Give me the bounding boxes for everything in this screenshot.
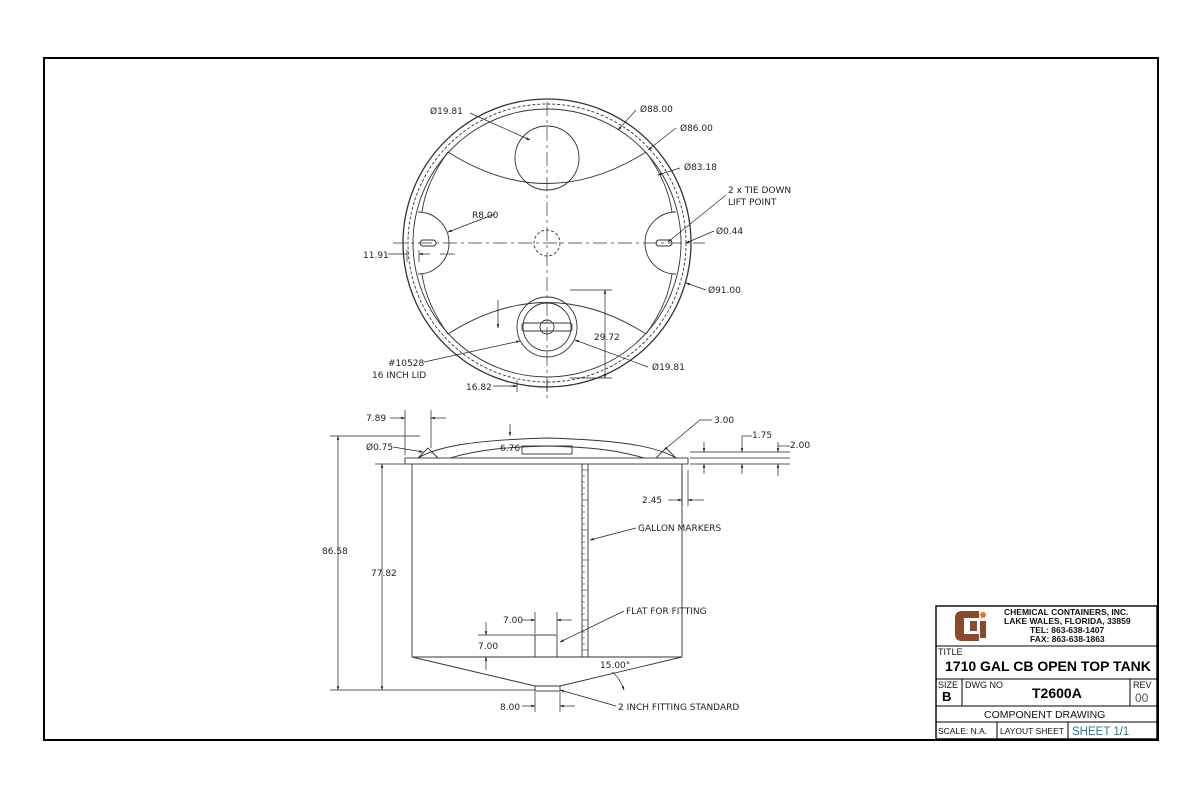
center-dashed-circle — [533, 229, 561, 257]
drawing-title: 1710 GAL CB OPEN TOP TANK — [945, 658, 1151, 674]
label-r8: R8.00 — [472, 211, 499, 221]
label-tie-down-1: 2 x TIE DOWN — [728, 186, 791, 196]
side-view-labels: 7.89 3.00 1.75 2.00 Ø0.75 6.76 2.45 GALL… — [322, 414, 810, 713]
top-view-labels: Ø19.81 Ø88.00 Ø86.00 Ø83.18 2 x TIE DOWN… — [363, 104, 791, 393]
dome — [417, 437, 677, 459]
title-label: TITLE — [938, 647, 963, 657]
company-logo — [955, 611, 986, 641]
side-view — [404, 437, 689, 692]
sheet-number: SHEET 1/1 — [1072, 726, 1129, 738]
label-29-72: 29.72 — [594, 333, 620, 343]
label-86-58: 86.58 — [322, 547, 348, 557]
rim-band — [404, 457, 689, 465]
label-7-89: 7.89 — [366, 414, 386, 424]
dome-inner — [449, 445, 645, 459]
left-lug — [417, 211, 450, 275]
dwg-no-label: DWG NO — [965, 680, 1003, 690]
top-rib-outer — [421, 151, 449, 213]
label-11-91: 11.91 — [363, 251, 389, 261]
label-16-82: 16.82 — [466, 383, 492, 393]
top-rib — [447, 151, 647, 184]
top-opening-circle — [514, 125, 580, 191]
label-1-75: 1.75 — [752, 431, 772, 441]
label-dia-0-75: Ø0.75 — [366, 442, 393, 453]
company-tel: TEL: 863-638-1407 — [1030, 625, 1104, 635]
label-dia-88: Ø88.00 — [640, 104, 673, 115]
label-flat-for-fitting: FLAT FOR FITTING — [626, 607, 707, 617]
label-dia-86: Ø86.00 — [680, 123, 713, 134]
label-dia-91: Ø91.00 — [708, 285, 741, 296]
label-dia-19-81-top: Ø19.81 — [430, 106, 463, 117]
label-dia-0-44: Ø0.44 — [716, 226, 743, 237]
label-tie-down-2: LIFT POINT — [728, 198, 777, 208]
component-drawing: COMPONENT DRAWING — [984, 709, 1105, 721]
size-label: SIZE — [938, 680, 958, 690]
layout-sheet: LAYOUT SHEET — [1000, 726, 1064, 736]
cone-bottom — [411, 656, 683, 687]
label-8-00: 8.00 — [500, 703, 520, 713]
label-7-00-vertical: 7.00 — [478, 642, 498, 652]
gallon-marker-ticks — [582, 469, 588, 651]
top-rib-outer-r — [645, 151, 673, 213]
label-77-82: 77.82 — [371, 569, 397, 579]
lid-outer-circle — [516, 296, 578, 358]
company-name: CHEMICAL CONTAINERS, INC. — [1004, 607, 1128, 617]
label-2-inch-fitting: 2 INCH FITTING STANDARD — [618, 703, 739, 713]
bottom-fitting — [534, 685, 561, 692]
label-6-76: 6.76 — [500, 444, 520, 454]
label-dia-83-18: Ø83.18 — [684, 162, 717, 173]
label-3-00: 3.00 — [714, 416, 734, 426]
lid-center — [539, 319, 555, 335]
title-block: CHEMICAL CONTAINERS, INC. LAKE WALES, FL… — [935, 605, 1158, 740]
rev-value: 00 — [1135, 691, 1149, 705]
top-view — [393, 98, 705, 398]
rev-label: REV — [1133, 680, 1152, 690]
left-lift-slot — [419, 239, 437, 247]
left-dome-lug — [417, 447, 439, 459]
flat-for-fitting — [534, 634, 558, 658]
top-lid-profile — [521, 445, 573, 455]
sheet-border — [43, 57, 1159, 741]
lid-handle — [521, 322, 573, 332]
right-lift-slot — [655, 239, 673, 247]
label-7-00-horizontal: 7.00 — [503, 616, 523, 626]
dwg-no-value: T2600A — [1032, 685, 1082, 701]
company-address: LAKE WALES, FLORIDA, 33859 — [1004, 616, 1131, 626]
label-lid-2: 16 INCH LID — [372, 371, 426, 381]
label-dia-19-81-bottom: Ø19.81 — [652, 362, 685, 373]
side-view-dimensions — [330, 410, 790, 712]
bottom-rib-outer — [421, 273, 449, 335]
right-lug — [644, 211, 677, 275]
label-lid-1: #10528 — [388, 359, 424, 369]
bottom-rib-outer-r — [645, 273, 673, 335]
label-gallon-markers: GALLON MARKERS — [638, 524, 722, 534]
top-view-leaders — [388, 109, 727, 392]
label-2-45: 2.45 — [642, 496, 662, 506]
company-fax: FAX: 863-638-1863 — [1030, 634, 1105, 644]
wall-circle — [412, 108, 682, 378]
size-value: B — [942, 689, 951, 704]
label-2-00: 2.00 — [790, 441, 810, 451]
scale: SCALE: N.A. — [938, 726, 987, 736]
label-15-deg: 15.00° — [600, 661, 630, 671]
lid-inner-circle — [522, 302, 572, 352]
